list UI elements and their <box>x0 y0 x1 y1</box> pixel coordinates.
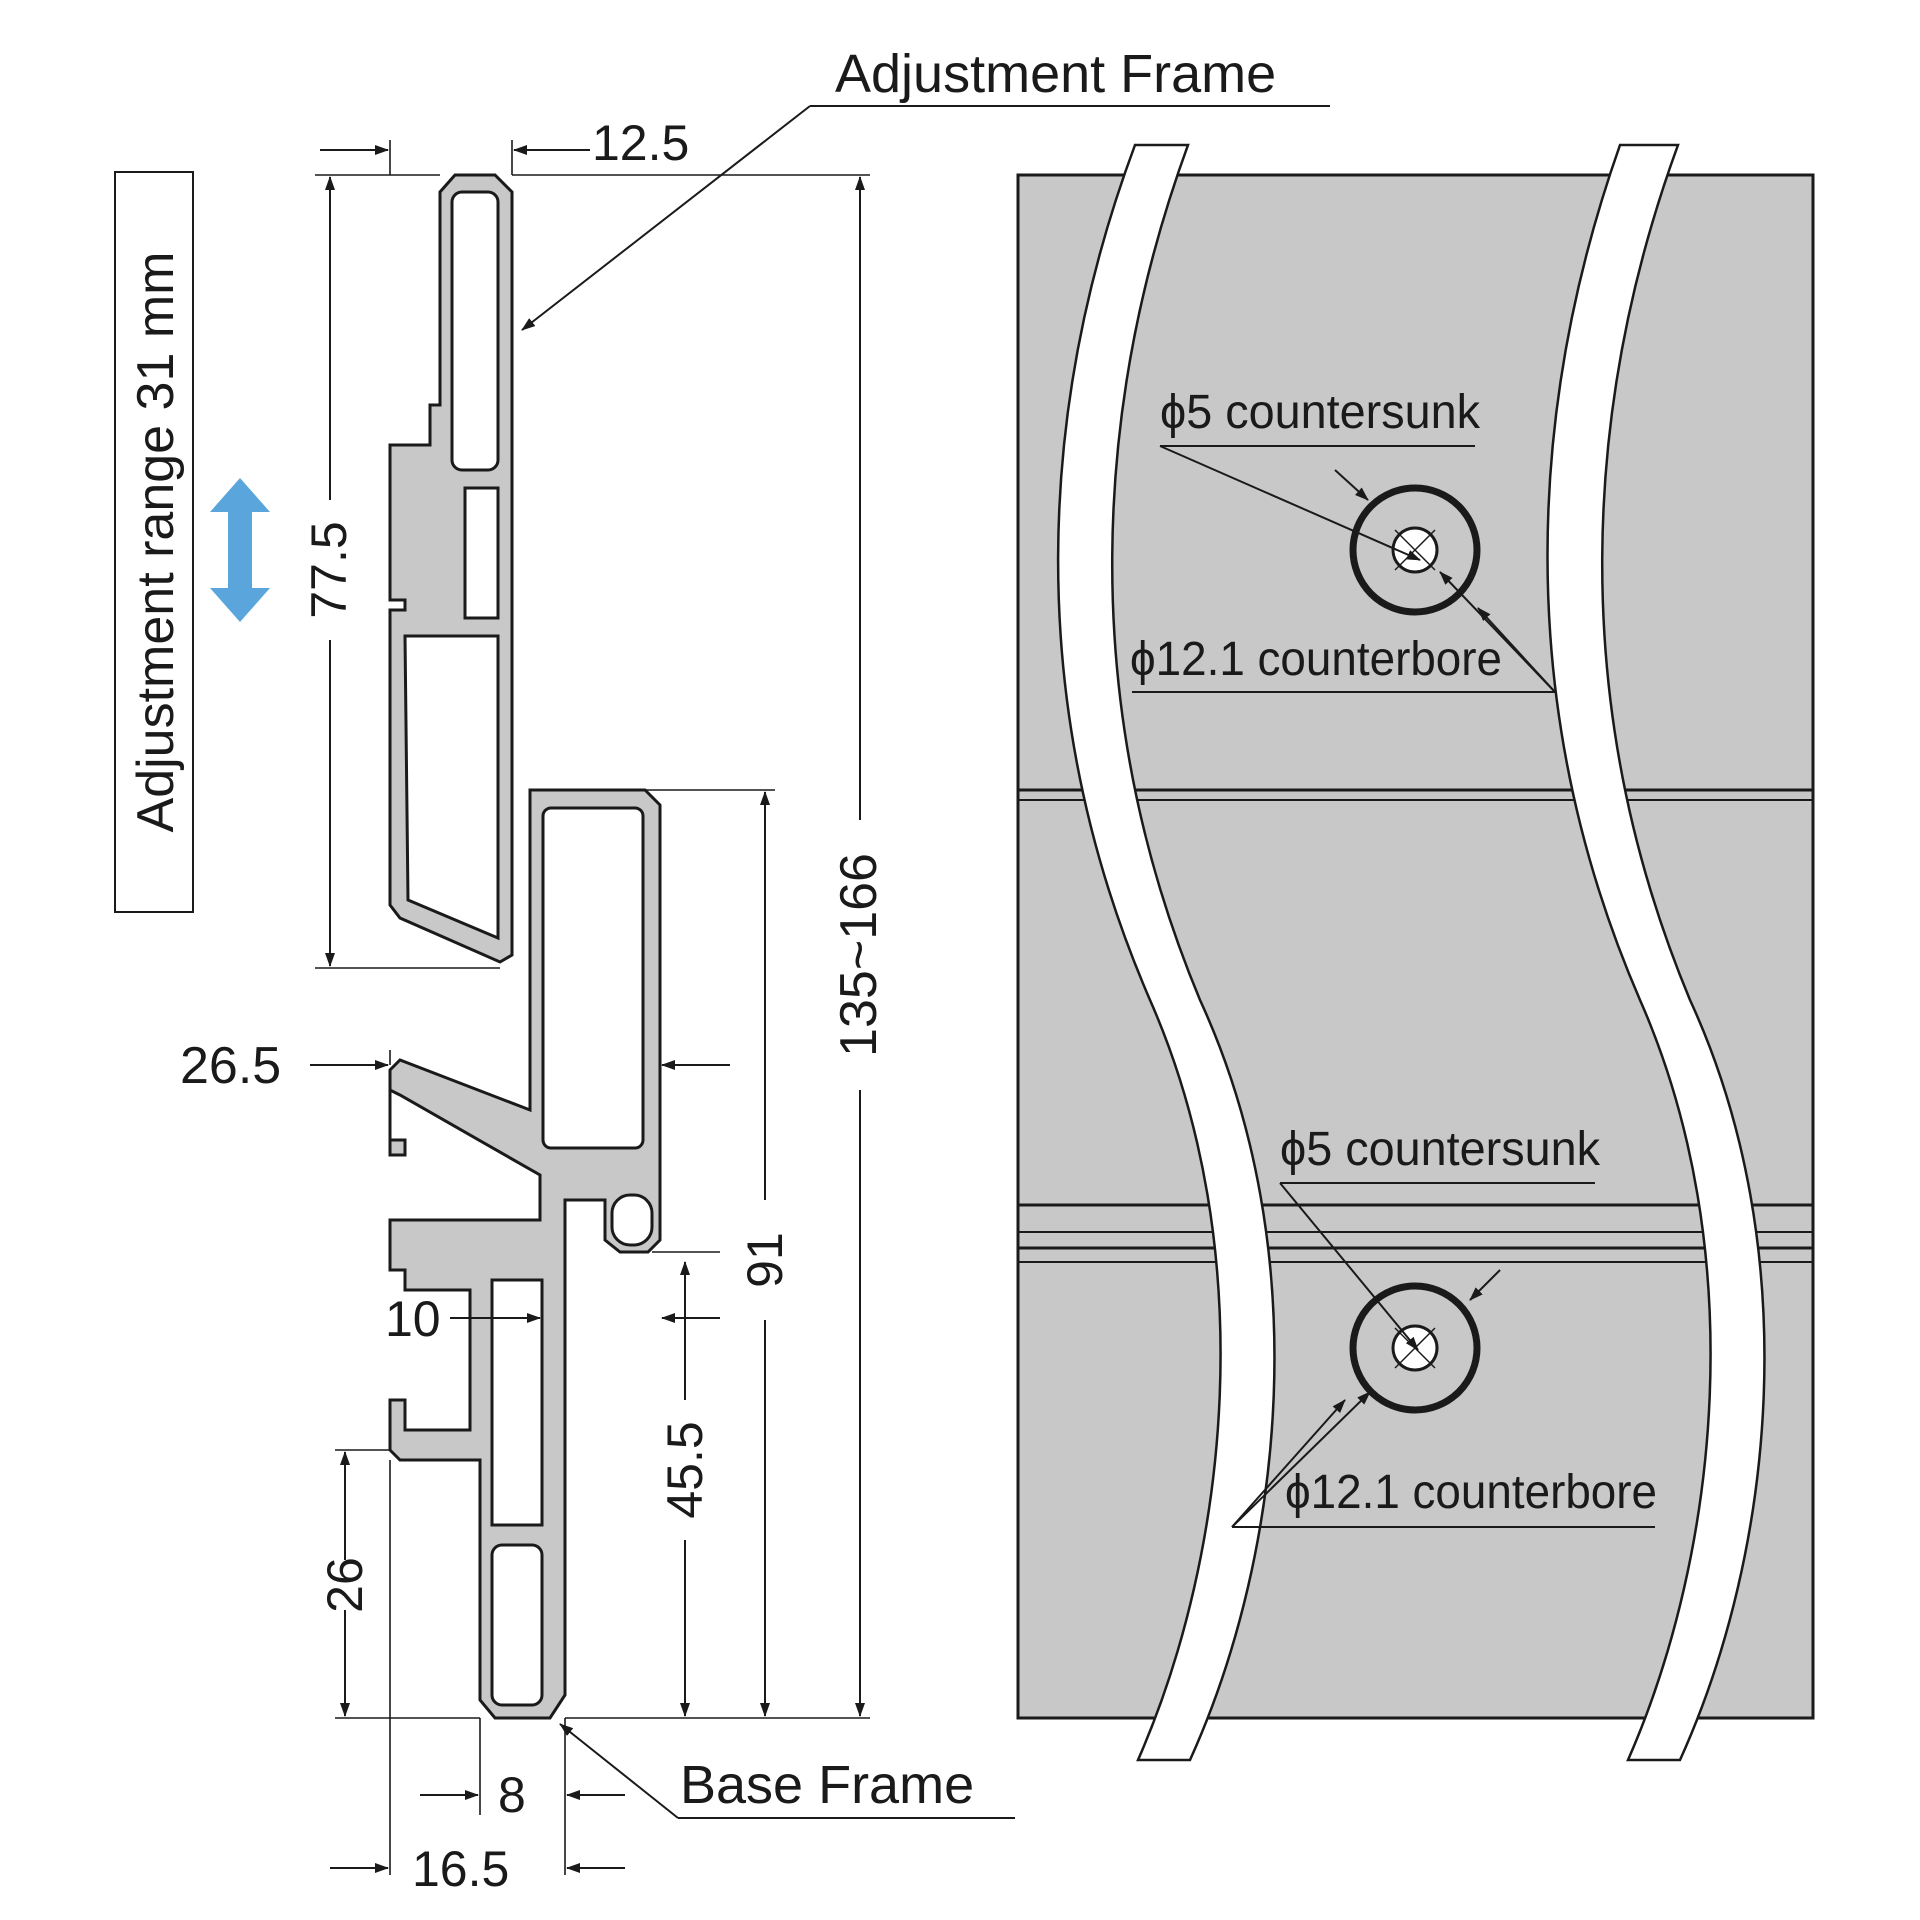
base-frame-hook-slot <box>610 1193 654 1247</box>
adjustment-range-box <box>114 171 194 913</box>
base-frame-cavity-1 <box>541 806 645 1150</box>
adjustment-double-arrow-icon <box>210 478 270 622</box>
profile-cross-section <box>388 173 662 1720</box>
dim-base-width: 8 <box>498 1767 526 1823</box>
profile-dimensions: 12.5 77.5 135~166 26.5 91 10 45.5 <box>180 115 888 1897</box>
adjustment-range-callout: Adjustment range 31 mm <box>114 171 270 913</box>
dim-depth: 26.5 <box>180 1037 281 1095</box>
break-band-right <box>1546 143 1766 1762</box>
dim-top-width: 12.5 <box>592 115 689 171</box>
adjustment-frame-label: Adjustment Frame <box>835 44 1276 104</box>
adjustment-frame-cavity-1 <box>450 190 500 472</box>
adjustment-range-label: Adjustment range 31 mm <box>127 252 185 833</box>
dim-slot: 10 <box>385 1291 441 1347</box>
dim-overall-height: 135~166 <box>830 853 888 1057</box>
adjustment-frame-callout: Adjustment Frame <box>521 44 1330 331</box>
mounting-hole-bottom <box>1349 1282 1481 1414</box>
countersunk-top-label: ϕ5 countersunk <box>1160 386 1481 439</box>
base-frame-cavity-3 <box>490 1543 544 1707</box>
break-band-left <box>1056 143 1276 1762</box>
dim-mid-height: 45.5 <box>657 1421 713 1518</box>
counterbore-top-label: ϕ12.1 counterbore <box>1130 633 1502 686</box>
counterbore-bottom-label: ϕ12.1 counterbore <box>1285 1466 1657 1519</box>
base-frame-label: Base Frame <box>680 1755 974 1815</box>
adjustment-frame-cavity-3 <box>403 634 500 941</box>
dim-lower-height: 91 <box>737 1232 793 1288</box>
countersunk-bottom-label: ϕ5 countersunk <box>1280 1123 1601 1176</box>
front-panel-view: ϕ5 countersunk ϕ12.1 counterbore ϕ5 coun… <box>1016 143 1815 1762</box>
base-frame-callout: Base Frame <box>559 1723 1015 1819</box>
mounting-hole-top <box>1349 484 1481 616</box>
adjustment-frame-cavity-2 <box>463 486 500 620</box>
dim-overall-width: 16.5 <box>412 1841 509 1897</box>
base-frame-cavity-2 <box>490 1278 544 1527</box>
dim-bottom-height: 26 <box>317 1557 373 1613</box>
dim-upper-height: 77.5 <box>301 521 357 618</box>
